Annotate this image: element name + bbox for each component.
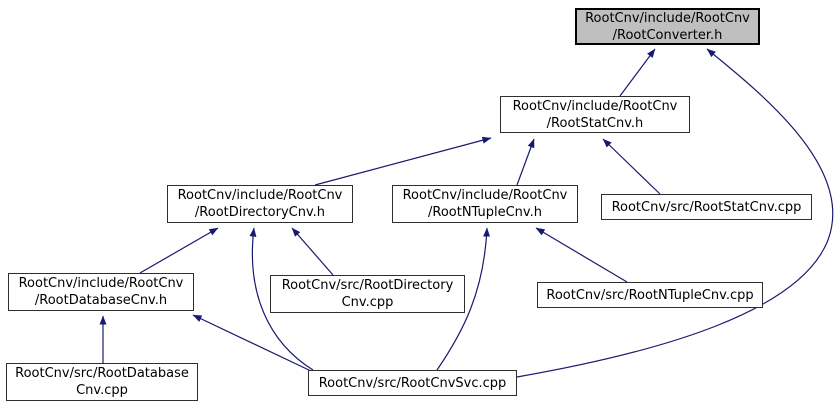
edge-databasecnv-to-directorycnv: [139, 227, 219, 274]
edge-statcnvcpp-to-statcnv: [602, 138, 661, 195]
edge-cnvsvc-to-databasecnv: [192, 314, 312, 372]
node-rootntuplecnv-cpp[interactable]: RootCnv/src/RootNTupleCnv.cpp: [537, 282, 763, 308]
edge-ntuplecnvcpp-to-ntuplecnv: [535, 227, 628, 283]
node-rootcnvsvc-cpp[interactable]: RootCnv/src/RootCnvSvc.cpp: [308, 370, 517, 396]
node-rootdirectorycnv-h[interactable]: RootCnv/include/RootCnv /RootDirectoryCn…: [167, 185, 353, 223]
node-rootntuplecnv-h[interactable]: RootCnv/include/RootCnv /RootNTupleCnv.h: [392, 185, 578, 223]
edge-directorycnv-to-statcnv: [314, 136, 492, 186]
edge-directorycnvcpp-to-directorycnv: [291, 227, 334, 276]
node-rootdatabasecnv-h[interactable]: RootCnv/include/RootCnv /RootDatabaseCnv…: [8, 273, 194, 311]
node-rootdirectorycnv-cpp[interactable]: RootCnv/src/RootDirectory Cnv.cpp: [270, 275, 465, 313]
node-rootconverter-h[interactable]: RootCnv/include/RootCnv /RootConverter.h: [575, 8, 760, 45]
node-rootdatabasecnv-cpp[interactable]: RootCnv/src/RootDatabase Cnv.cpp: [6, 363, 198, 401]
edge-ntuplecnv-to-statcnv: [516, 138, 535, 186]
edge-statcnv-to-converter: [619, 48, 656, 97]
node-rootstatcnv-h[interactable]: RootCnv/include/RootCnv /RootStatCnv.h: [500, 96, 690, 133]
node-rootstatcnv-cpp[interactable]: RootCnv/src/RootStatCnv.cpp: [601, 194, 812, 220]
